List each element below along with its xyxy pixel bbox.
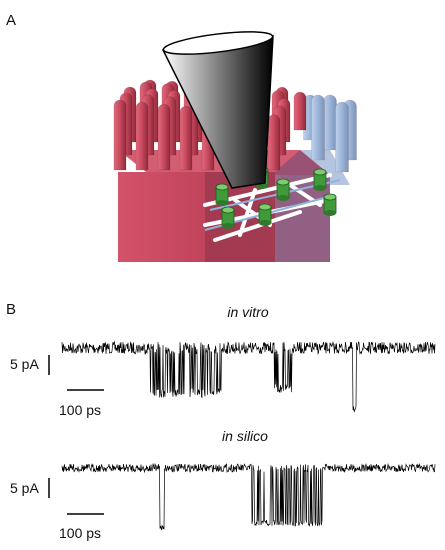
in-vitro-title: in vitro bbox=[227, 304, 269, 320]
bottom-time-scale-label: 100 ps bbox=[59, 525, 102, 541]
panel-a-label: A bbox=[6, 12, 17, 29]
red-stereocilium bbox=[135, 101, 149, 171]
top-time-scale-label: 100 ps bbox=[59, 402, 102, 418]
red-stereocilium bbox=[113, 99, 127, 171]
in-silico-current-trace bbox=[61, 462, 436, 531]
channel bbox=[323, 193, 337, 216]
red-stereocilium bbox=[179, 106, 193, 171]
patch-pipette bbox=[161, 31, 274, 189]
bottom-current-scale-label: 5 pA bbox=[10, 480, 39, 496]
blue-stereocilium bbox=[311, 94, 325, 161]
red-stereocilium bbox=[157, 103, 171, 171]
channel bbox=[276, 178, 290, 201]
top-current-scale-label: 5 pA bbox=[10, 356, 39, 372]
in-vitro-current-trace bbox=[61, 340, 436, 413]
red-stereocilium bbox=[293, 91, 307, 131]
channel bbox=[313, 168, 327, 191]
in-silico-title: in silico bbox=[222, 428, 268, 444]
channel bbox=[215, 183, 229, 206]
blue-stereocilium bbox=[335, 101, 349, 173]
channel bbox=[258, 203, 272, 226]
channel bbox=[221, 206, 235, 229]
panel-b-label: B bbox=[6, 301, 17, 318]
